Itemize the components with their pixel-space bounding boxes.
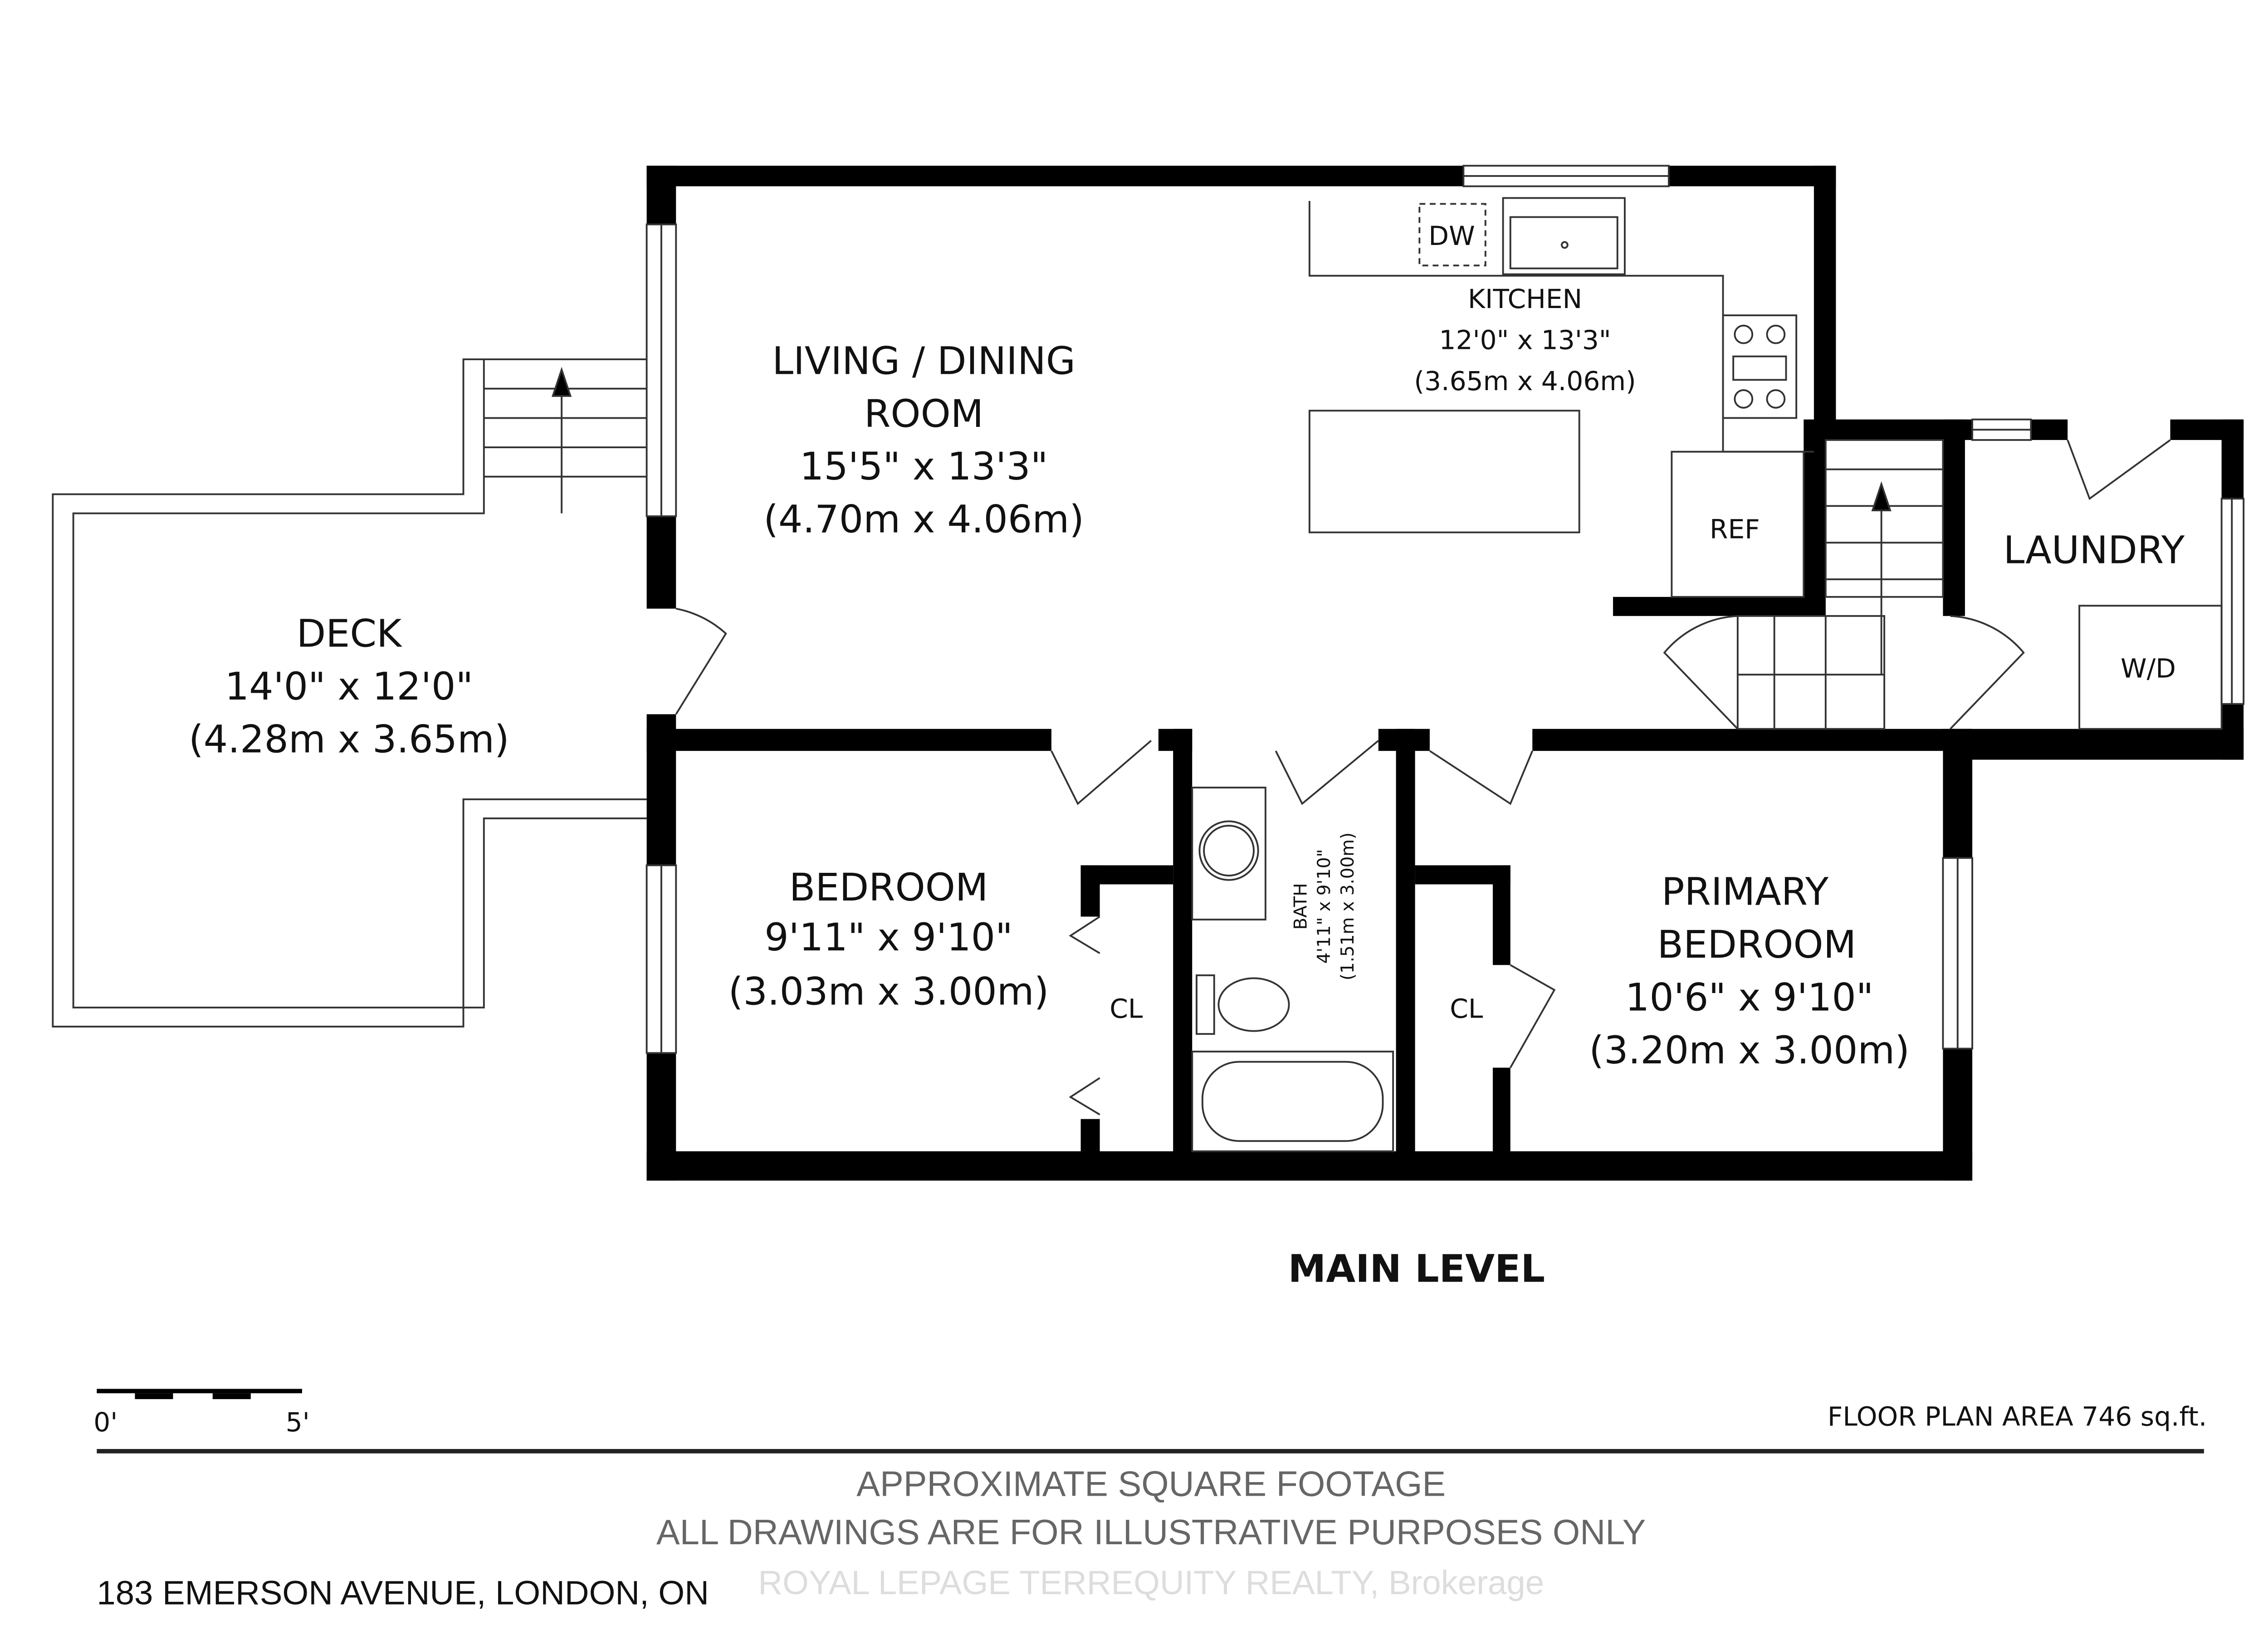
windows: [645, 165, 2245, 1054]
bath-fixtures: [1191, 787, 1394, 1152]
wd-label: W/D: [2121, 653, 2176, 684]
laundry-name: LAUNDRY: [2004, 528, 2185, 572]
walls: [646, 166, 2244, 1181]
kitchen-name: KITCHEN: [1468, 284, 1582, 314]
scale-start: 0': [93, 1407, 117, 1438]
primary-closet-label: CL: [1450, 994, 1483, 1024]
scale-bar: [97, 1389, 302, 1400]
living-imperial: 15'5" x 13'3": [800, 444, 1048, 489]
disclaimer-1: APPROXIMATE SQUARE FOOTAGE: [856, 1464, 1446, 1503]
interior-stairs: [1736, 439, 1944, 730]
bath-imperial: 4'11" x 9'10": [1314, 849, 1334, 964]
primary-imperial: 10'6" x 9'10": [1625, 975, 1874, 1019]
bedroom-closet-label: CL: [1110, 994, 1143, 1024]
kitchen-metric: (3.65m x 4.06m): [1414, 366, 1636, 396]
divider: [97, 1449, 2204, 1454]
disclaimer-2: ALL DRAWINGS ARE FOR ILLUSTRATIVE PURPOS…: [656, 1513, 1646, 1552]
living-name-1: LIVING / DINING: [772, 338, 1075, 383]
address: 183 EMERSON AVENUE, LONDON, ON: [97, 1574, 709, 1612]
bath-metric: (1.51m x 3.00m): [1338, 832, 1358, 980]
kitchen-fixtures: [1308, 197, 2223, 730]
deck-imperial: 14'0" x 12'0": [225, 664, 474, 709]
living-name-2: ROOM: [864, 392, 983, 436]
floor-area: FLOOR PLAN AREA 746 sq.ft.: [1828, 1401, 2207, 1432]
dw-label: DW: [1428, 220, 1475, 251]
bedroom-imperial: 9'11" x 9'10": [764, 915, 1013, 959]
deck-name: DECK: [297, 612, 403, 656]
watermark: ROYAL LEPAGE TERREQUITY REALTY, Brokerag…: [758, 1564, 1544, 1601]
ref-label: REF: [1710, 514, 1760, 544]
primary-name-2: BEDROOM: [1657, 922, 1857, 967]
deck-metric: (4.28m x 3.65m): [189, 717, 509, 761]
living-metric: (4.70m x 4.06m): [763, 497, 1084, 542]
bedroom-metric: (3.03m x 3.00m): [728, 969, 1049, 1013]
bath-name: BATH: [1290, 883, 1311, 930]
scale-end: 5': [286, 1407, 310, 1438]
primary-metric: (3.20m x 3.00m): [1589, 1028, 1910, 1072]
primary-name-1: PRIMARY: [1662, 870, 1829, 914]
level-title: MAIN LEVEL: [1288, 1246, 1545, 1291]
bedroom-name: BEDROOM: [789, 865, 988, 910]
deck-outline: [52, 358, 647, 1028]
doors: [675, 439, 2171, 1116]
deck-stairs: [484, 367, 647, 514]
kitchen-imperial: 12'0" x 13'3": [1439, 324, 1611, 355]
